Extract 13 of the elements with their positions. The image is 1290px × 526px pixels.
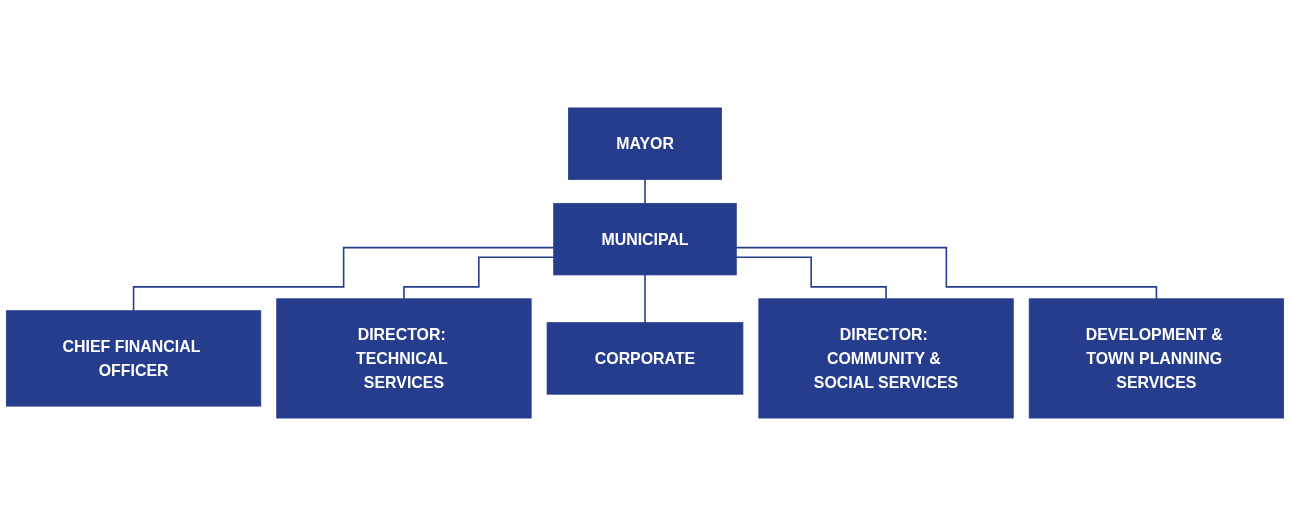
connector <box>132 246 555 312</box>
node-box: DIRECTOR: COMMUNITY & SOCIAL SERVICES <box>758 298 1014 419</box>
connector <box>644 274 646 324</box>
node-box: CHIEF FINANCIAL OFFICER <box>5 310 262 407</box>
node-box: MAYOR <box>568 107 722 180</box>
connector <box>735 246 1158 300</box>
connector <box>735 256 887 300</box>
node-box: MUNICIPAL <box>553 202 737 276</box>
node-box: DIRECTOR: TECHNICAL SERVICES <box>276 298 532 419</box>
node-box: DEVELOPMENT & TOWN PLANNING SERVICES <box>1028 298 1285 419</box>
connector <box>403 256 555 300</box>
connector <box>644 178 646 205</box>
node-box: CORPORATE <box>546 322 744 395</box>
